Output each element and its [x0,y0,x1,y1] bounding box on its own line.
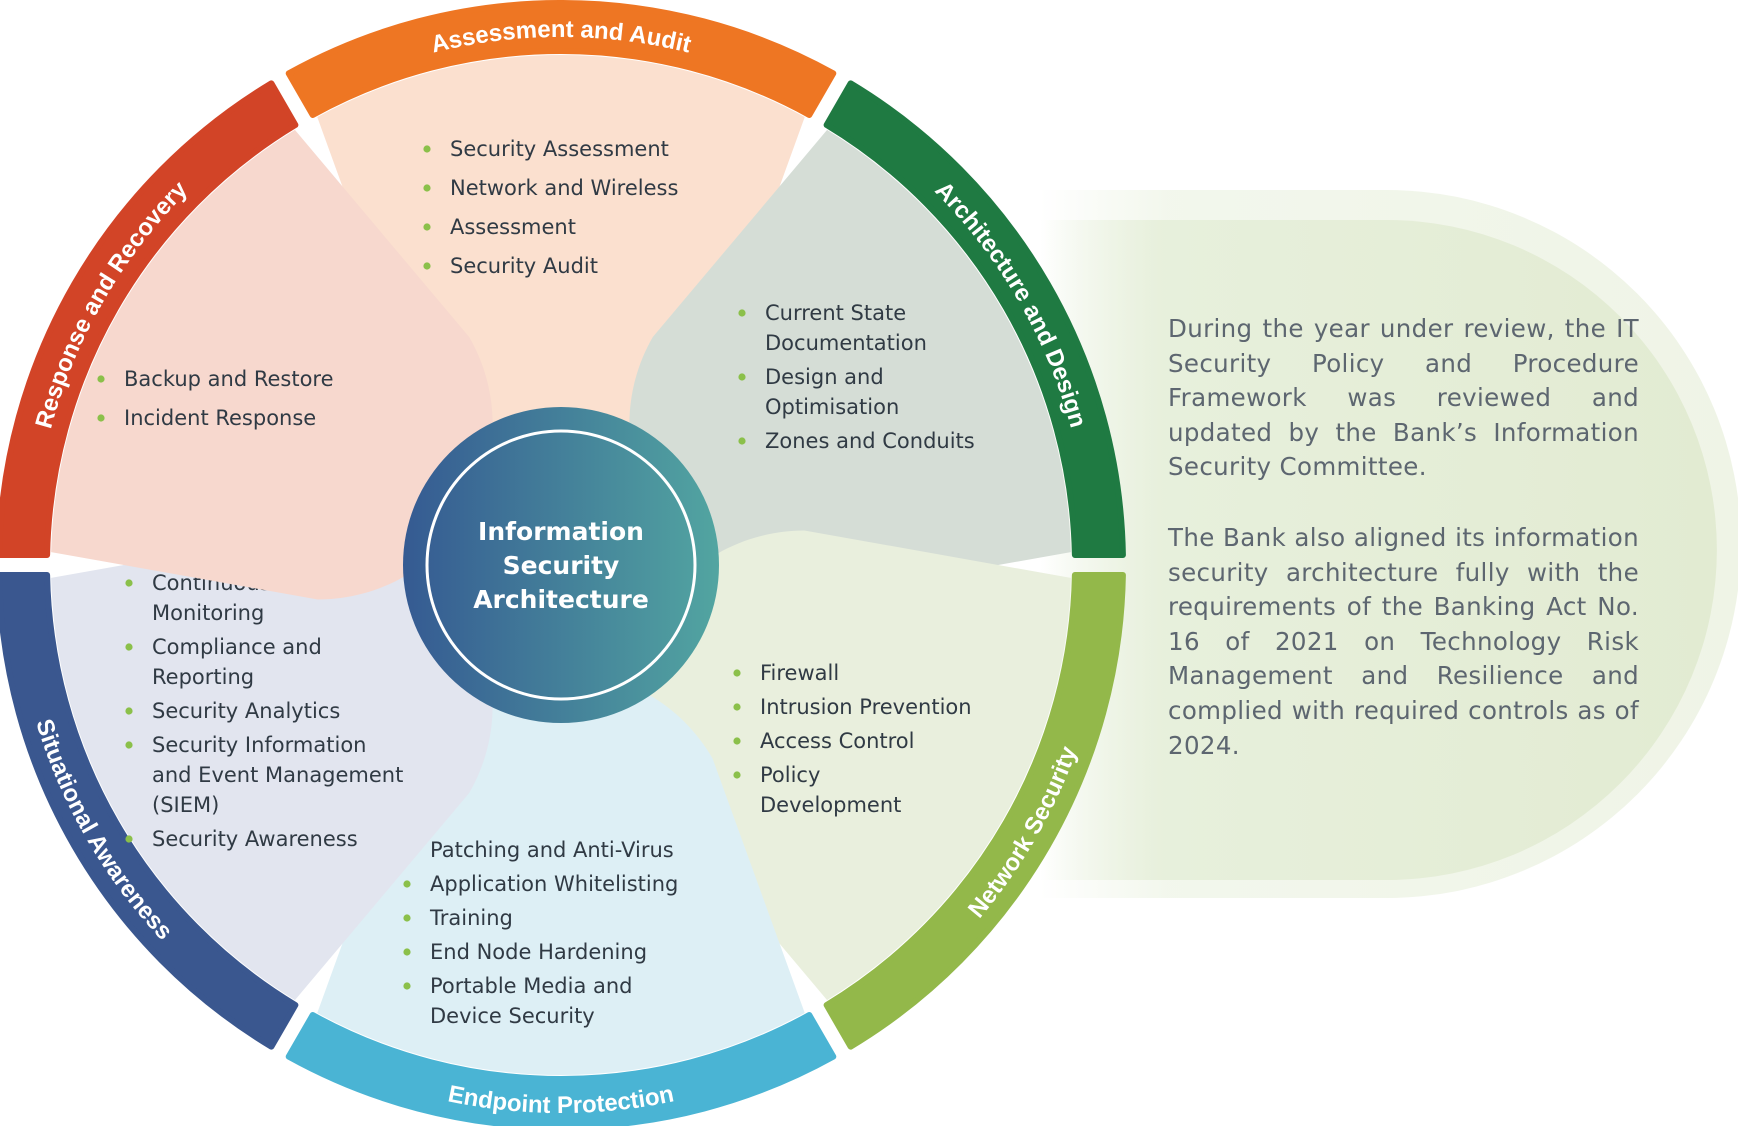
bullet-text: Policy [760,763,820,787]
segment-petal [51,530,493,1001]
bullet-text: Development [760,793,901,817]
bullet-item: Security Analytics [125,699,340,723]
bullet-dot [403,914,411,922]
bullet-text: Reporting [152,665,254,689]
bullet-dot [97,375,105,383]
segment-petal [629,129,1071,600]
bullet-item: Security Assessment [423,137,669,161]
bullet-item: End Node Hardening [403,940,647,964]
bullet-item: Security Audit [423,254,598,278]
bullet-text: Portable Media and [430,974,633,998]
bullet-text: Security Awareness [152,827,358,851]
note-text-block: During the year under review, the IT Sec… [1168,312,1639,799]
bullet-text: Assessment [450,215,576,239]
bullet-text: Intrusion Prevention [760,695,972,719]
segment-band [285,1012,837,1126]
bullet-item: Security Awareness [125,827,358,851]
note-paragraph: The Bank also aligned its information se… [1168,522,1639,760]
bullet-item: Assessment [423,215,576,239]
segment-band [0,572,299,1050]
center-title-line: Security [503,551,620,580]
bullet-text: Access Control [760,729,914,753]
segment-band [823,572,1126,1050]
bullet-item: Network and Wireless [423,176,678,200]
center-title-line: Information [478,517,644,546]
segment-band [285,0,837,118]
bullet-dot [733,669,741,677]
bullet-item: Patching and Anti-Virus [403,838,674,862]
bullet-text: Security Audit [450,254,598,278]
center-circle [403,407,719,723]
bullet-text: Patching and Anti-Virus [430,838,674,862]
bullet-dot [738,437,746,445]
bullet-text: Monitoring [152,601,264,625]
bullet-dot [97,414,105,422]
segment-petal [51,129,493,600]
note-panel-background [1040,190,1738,898]
bullet-dot [125,741,133,749]
center-title-line: Architecture [473,585,649,614]
bullet-dot [733,703,741,711]
bullet-dot [423,262,431,270]
bullet-text: Security Information [152,733,366,757]
bullet-text: (SIEM) [152,793,219,817]
bullet-text: Compliance and [152,635,322,659]
bullet-item: Intrusion Prevention [733,695,972,719]
segment-band [823,80,1126,558]
bullet-item: Training [403,906,513,930]
bullet-text: Design and [765,365,884,389]
bullet-item: Application Whitelisting [403,872,678,896]
bullet-text: Documentation [765,331,927,355]
bullet-dot [125,835,133,843]
segment-band [0,80,299,558]
bullet-text: Network and Wireless [450,176,678,200]
bullet-item: Incident Response [97,406,316,430]
center-ring [425,429,697,701]
bullet-text: Optimisation [765,395,899,419]
bullet-item: Zones and Conduits [738,429,975,453]
bullet-dot [423,184,431,192]
bullet-text: and Event Management [152,763,403,787]
bullet-dot [738,309,746,317]
bullet-dot [125,643,133,651]
bullet-text: Current State [765,301,906,325]
bullet-dot [733,737,741,745]
note-paragraph: During the year under review, the IT Sec… [1168,314,1639,482]
bullet-dot [423,223,431,231]
bullet-text: Security Analytics [152,699,340,723]
bullet-text: Device Security [430,1004,595,1028]
bullet-item: Security Information and Event Management… [125,733,403,817]
bullet-text: Firewall [760,661,839,685]
bullet-item: Access Control [733,729,914,753]
bullet-text: Zones and Conduits [765,429,975,453]
bullet-dot [733,771,741,779]
bullet-item: Backup and Restore [97,367,334,391]
bullet-dot [403,948,411,956]
bullet-text: Training [429,906,513,930]
bullet-dot [423,145,431,153]
bullet-dot [403,880,411,888]
bullet-text: Backup and Restore [124,367,334,391]
bullet-text: Security Assessment [450,137,669,161]
bullet-text: Application Whitelisting [430,872,678,896]
bullet-dot [125,579,133,587]
bullet-text: Incident Response [124,406,316,430]
bullet-item: Firewall [733,661,839,685]
bullet-text: End Node Hardening [430,940,647,964]
bullet-dot [125,707,133,715]
bullet-dot [403,982,411,990]
bullet-dot [738,373,746,381]
